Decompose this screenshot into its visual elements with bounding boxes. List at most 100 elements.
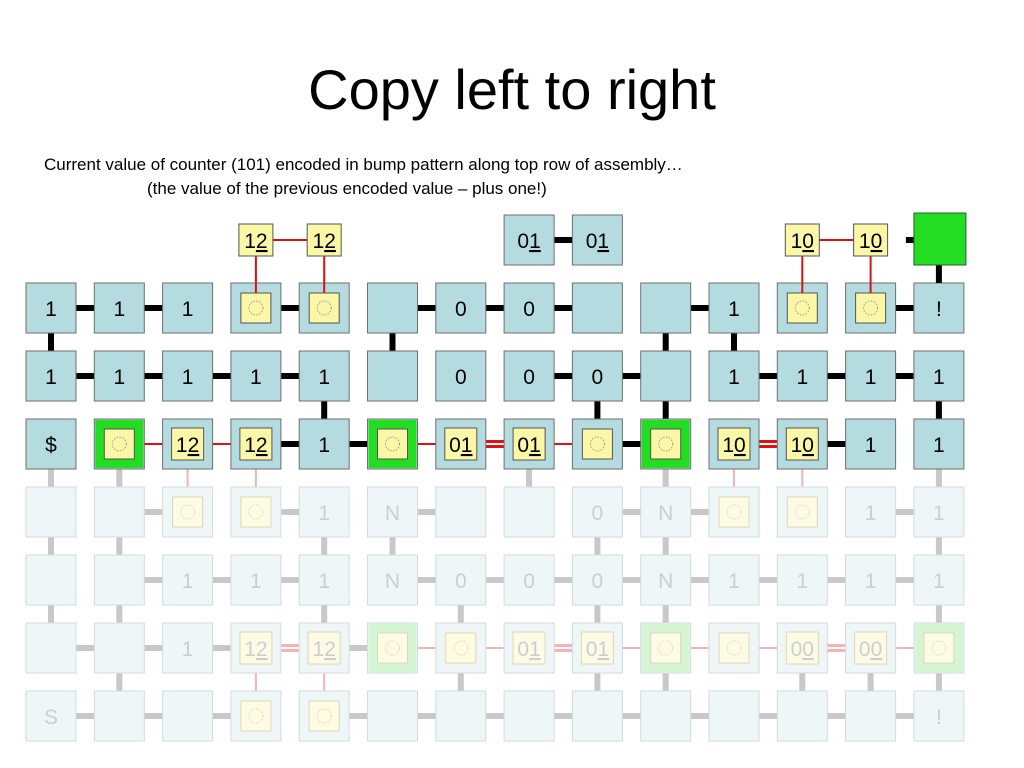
horizontal-glue [895,577,914,583]
tile-label: 0 [455,366,467,389]
tile-label: 00 [791,638,814,661]
tile-body [503,282,555,334]
faded-tile: 0 [571,486,623,538]
tile-label: 0 [455,570,467,593]
tile-body [776,690,828,742]
faded-tile: 1 [845,486,897,538]
dotted-circle-icon [111,436,127,452]
dotted-circle-icon [794,504,810,520]
tile: 0 [503,282,555,334]
horizontal-glue [759,713,778,719]
tile-label: 01 [517,638,540,661]
faded-tile: N [367,486,418,538]
yellow-inner-tile [308,292,340,324]
red-bond-vertical [801,469,804,487]
double-red-bond [280,649,300,652]
double-red-bond [554,644,573,647]
tile-label: $ [45,434,57,457]
tile: 1 [230,350,282,402]
horizontal-glue [349,713,368,719]
tile-body [776,350,828,402]
tile-label: 1 [318,570,330,593]
bump-tile: 01 [571,214,623,266]
tile-body [503,486,555,538]
tile-label: 1 [318,502,330,525]
yellow-inner-tile [923,632,955,664]
red-bond [415,647,438,649]
tile-label: 12 [244,638,267,661]
tile-body [162,622,214,674]
horizontal-glue [212,373,231,379]
faded-tile [708,690,760,742]
tile [571,282,623,334]
vertical-glue [594,605,601,623]
tile-label: 0 [455,298,467,321]
yellow-inner-tile [172,496,204,528]
tile-body [571,554,623,606]
horizontal-glue [622,373,641,379]
tile-body [162,554,214,606]
yellow-inner-tile [240,700,272,732]
tile-body [25,690,77,742]
vertical-glue [662,401,669,419]
vertical-glue [116,673,123,691]
tile-body [845,554,897,606]
faded-tile [162,486,214,538]
seed-glue [905,237,914,243]
vertical-glue [935,401,942,419]
tile-label: 0 [523,570,535,593]
faded-tile: 00 [776,622,828,674]
tile-body [708,554,760,606]
bump-tile-label: 12 [244,230,267,253]
tile-label: 1 [250,570,262,593]
horizontal-glue [827,441,846,447]
horizontal-glue [485,577,505,583]
vertical-glue [116,537,123,555]
bump-tile-label: 01 [517,230,540,253]
faded-tile [25,622,77,674]
tile-body [913,282,965,334]
tile-body [845,350,897,402]
tile-label: 1 [113,366,125,389]
yellow-inner-tile [239,427,273,461]
faded-tile: 00 [845,622,897,674]
yellow-inner-tile [512,631,546,665]
bump-tile: 01 [503,214,555,266]
tile-label: 0 [523,366,535,389]
faded-tile: 1 [162,554,214,606]
red-bond [210,443,233,445]
horizontal-glue [280,441,300,447]
horizontal-glue [417,509,436,515]
vertical-glue [731,333,737,351]
tile [845,282,897,334]
vertical-glue [662,333,669,351]
double-red-bond [485,440,505,443]
horizontal-glue [349,645,368,651]
horizontal-glue [417,305,436,311]
tile-label: 0 [592,366,604,389]
bump-stem [254,256,257,293]
tile-body [913,554,965,606]
yellow-inner-tile [580,631,614,665]
horizontal-glue [622,509,641,515]
tile-body [913,418,965,470]
faded-tile [298,690,350,742]
tile: 01 [435,418,487,470]
tile: 0 [435,350,487,402]
tile-body [571,486,623,538]
vertical-glue [526,469,533,487]
faded-tile [435,690,487,742]
horizontal-glue [144,713,163,719]
yellow-inner-tile [785,427,819,461]
tile: 01 [503,418,555,470]
tile-label: ! [936,298,942,321]
tile-body [435,486,487,538]
tile-body [571,282,623,334]
vertical-glue [457,605,464,623]
dotted-circle-icon [180,504,196,520]
faded-tile: 01 [503,622,555,674]
horizontal-glue [690,713,709,719]
tile-label: 1 [45,366,57,389]
tile-label: 0 [523,298,535,321]
bump-black-link [554,237,573,243]
